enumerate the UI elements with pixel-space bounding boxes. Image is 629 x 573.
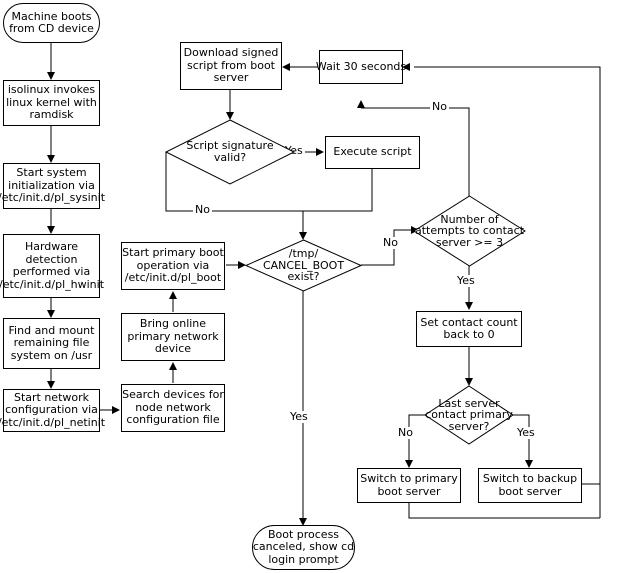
node-bring-online[interactable]: Bring online primary network device <box>121 313 225 361</box>
node-machine-boots[interactable]: Machine boots from CD device <box>3 3 100 43</box>
decision-last-server-primary[interactable]: Last server contact primary server? <box>424 385 514 445</box>
node-boot-canceled-label: Boot process canceled, show cd login pro… <box>252 527 355 566</box>
edge-label-signature-no: No <box>193 203 212 216</box>
node-switch-backup-label: Switch to backup boot server <box>482 472 578 498</box>
edge-label-attempts-no: No <box>430 100 449 113</box>
node-isolinux[interactable]: isolinux invokes linux kernel with ramdi… <box>3 80 100 126</box>
node-sysinit-label: Start system initialization via /etc/ini… <box>0 166 106 205</box>
node-netinit-label: Start network configuration via /etc/ini… <box>0 390 106 429</box>
node-download-script-label: Download signed script from boot server <box>183 46 279 85</box>
edge-label-last-yes: Yes <box>515 426 537 439</box>
node-execute-script[interactable]: Execute script <box>325 136 420 169</box>
node-switch-primary[interactable]: Switch to primary boot server <box>357 468 461 503</box>
node-switch-backup[interactable]: Switch to backup boot server <box>478 468 582 503</box>
decision-script-signature-valid[interactable]: Script signature valid? <box>164 119 296 185</box>
node-start-boot-label: Start primary boot operation via /etc/in… <box>122 246 224 285</box>
node-search-devices[interactable]: Search devices for node network configur… <box>121 384 225 432</box>
node-set-contact-count[interactable]: Set contact count back to 0 <box>416 311 522 347</box>
node-download-script[interactable]: Download signed script from boot server <box>180 42 282 90</box>
node-netinit[interactable]: Start network configuration via /etc/ini… <box>0 389 105 432</box>
node-bring-online-label: Bring online primary network device <box>127 317 219 356</box>
node-hwinit-label: Hardware detection performed via /etc/in… <box>0 240 105 291</box>
node-isolinux-label: isolinux invokes linux kernel with ramdi… <box>6 83 97 122</box>
decision-cancel-boot-exists[interactable]: /tmp/ CANCEL_BOOT exist? <box>244 239 363 292</box>
node-machine-boots-label: Machine boots from CD device <box>9 9 94 35</box>
node-wait-30-label: Wait 30 seconds <box>315 59 407 73</box>
node-execute-script-label: Execute script <box>333 145 412 159</box>
edge-label-attempts-yes: Yes <box>455 274 477 287</box>
node-start-boot[interactable]: Start primary boot operation via /etc/in… <box>121 242 225 290</box>
node-switch-primary-label: Switch to primary boot server <box>360 472 458 498</box>
edge-label-last-no: No <box>396 426 415 439</box>
node-mount-usr-label: Find and mount remaining file system on … <box>8 323 95 362</box>
decision-attempts-threshold[interactable]: Number of attempts to contact server >= … <box>413 195 526 267</box>
edge-label-cancel-no: No <box>381 236 400 249</box>
node-wait-30[interactable]: Wait 30 seconds <box>315 50 407 84</box>
node-sysinit[interactable]: Start system initialization via /etc/ini… <box>0 163 105 209</box>
node-set-contact-count-label: Set contact count back to 0 <box>420 315 518 341</box>
node-search-devices-label: Search devices for node network configur… <box>122 388 224 427</box>
edge-label-cancel-yes: Yes <box>288 410 310 423</box>
node-boot-canceled[interactable]: Boot process canceled, show cd login pro… <box>252 525 355 570</box>
node-mount-usr[interactable]: Find and mount remaining file system on … <box>3 318 100 369</box>
node-hwinit[interactable]: Hardware detection performed via /etc/in… <box>0 234 104 298</box>
